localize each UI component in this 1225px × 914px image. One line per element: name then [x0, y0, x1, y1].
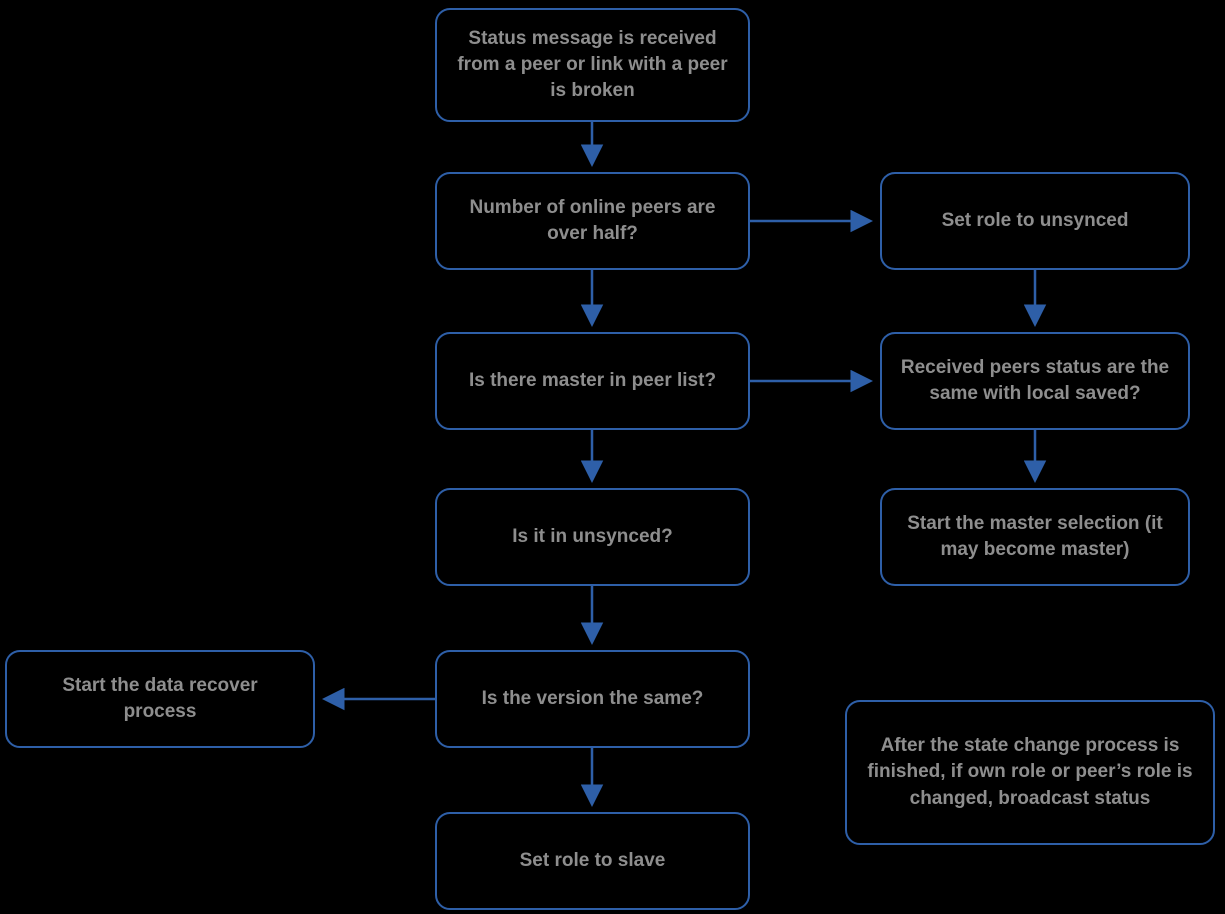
node-label: Received peers status are the same with … [900, 356, 1170, 404]
node-label: Is it in unsynced? [512, 525, 673, 547]
node-peers-over-half: Number of online peers are over half? [435, 172, 750, 270]
node-start-data-recover: Start the data recover process [5, 650, 315, 748]
node-label: Start the data recover process [62, 674, 258, 722]
node-status-message-received: Status message is received from a peer o… [435, 8, 750, 122]
node-broadcast-status-note: After the state change process is finish… [845, 700, 1215, 845]
node-received-status-same: Received peers status are the same with … [880, 332, 1190, 430]
node-master-in-peer-list: Is there master in peer list? [435, 332, 750, 430]
node-is-it-in-unsynced: Is it in unsynced? [435, 488, 750, 586]
node-label: Set role to unsynced [941, 209, 1129, 231]
node-label: Start the master selection (it may becom… [907, 512, 1163, 560]
node-label: Status message is received from a peer o… [457, 27, 728, 102]
node-label: Is there master in peer list? [468, 369, 717, 391]
node-set-role-slave: Set role to slave [435, 812, 750, 910]
node-set-role-unsynced: Set role to unsynced [880, 172, 1190, 270]
node-label: After the state change process is finish… [867, 735, 1193, 809]
node-label: Is the version the same? [481, 687, 704, 709]
node-label: Set role to slave [519, 849, 666, 871]
node-version-the-same: Is the version the same? [435, 650, 750, 748]
node-start-master-selection: Start the master selection (it may becom… [880, 488, 1190, 586]
node-label: Number of online peers are over half? [469, 196, 716, 244]
